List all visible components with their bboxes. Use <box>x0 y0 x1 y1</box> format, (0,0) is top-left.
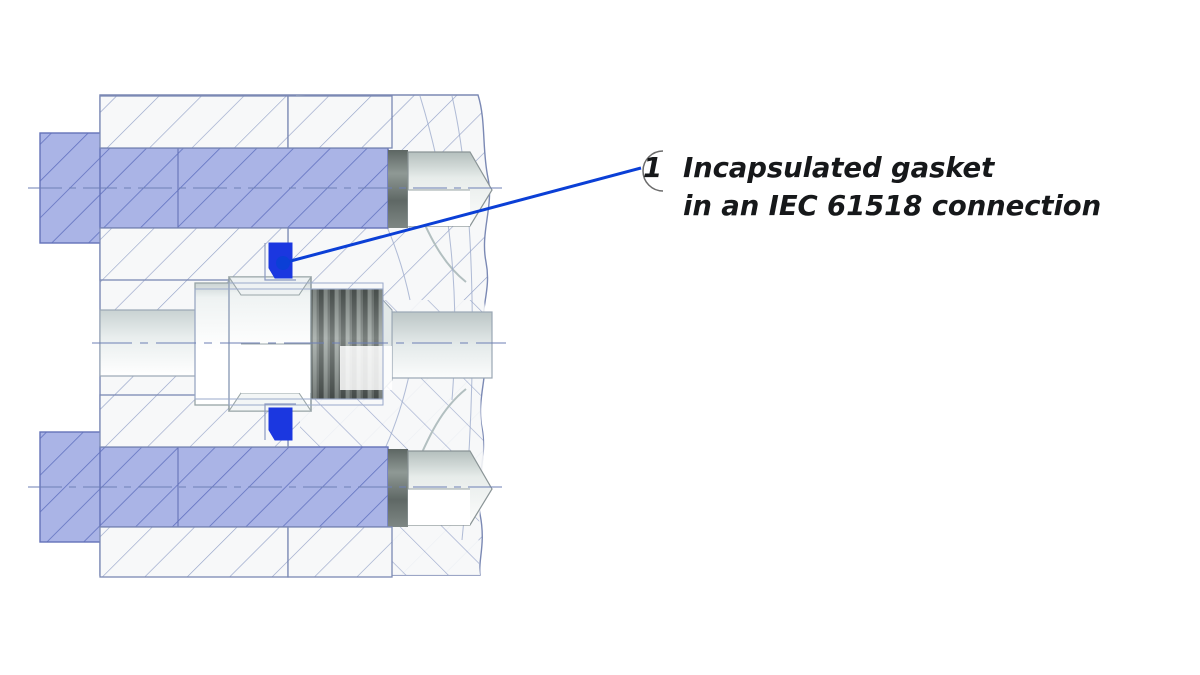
threaded-nipple-bore <box>340 346 392 390</box>
fitting-construction-lines <box>194 282 384 406</box>
gasket-seat-outline <box>264 243 296 440</box>
threaded-nipple <box>310 288 393 400</box>
callout-leader <box>276 166 642 270</box>
callout-label: Incapsulated gasket in an IEC 61518 conn… <box>683 149 1153 225</box>
callout-leader-line <box>282 166 642 265</box>
callout-leader-dot <box>276 256 290 270</box>
process-pipe-right <box>391 311 493 379</box>
upper-bolt-void <box>408 190 470 226</box>
upper-bolt-thread-segment <box>388 150 408 228</box>
lower-bolt-thread-segment <box>388 449 408 527</box>
callout-label-line-2: in an IEC 61518 connection <box>683 190 1102 222</box>
lower-clamp-plate <box>99 526 393 578</box>
callout-marker-circle <box>642 150 664 192</box>
upper-bolt <box>28 132 506 244</box>
hex-nut-bore <box>241 344 311 393</box>
lower-bolt-void <box>408 489 470 525</box>
callout-number: 1 <box>643 152 663 184</box>
callout-label-line-1: Incapsulated gasket <box>683 152 995 184</box>
hex-nut <box>194 276 313 412</box>
upper-seat-plate <box>99 227 289 281</box>
upper-clamp-plate <box>99 95 393 149</box>
encapsulated-gasket-lower <box>268 407 293 441</box>
